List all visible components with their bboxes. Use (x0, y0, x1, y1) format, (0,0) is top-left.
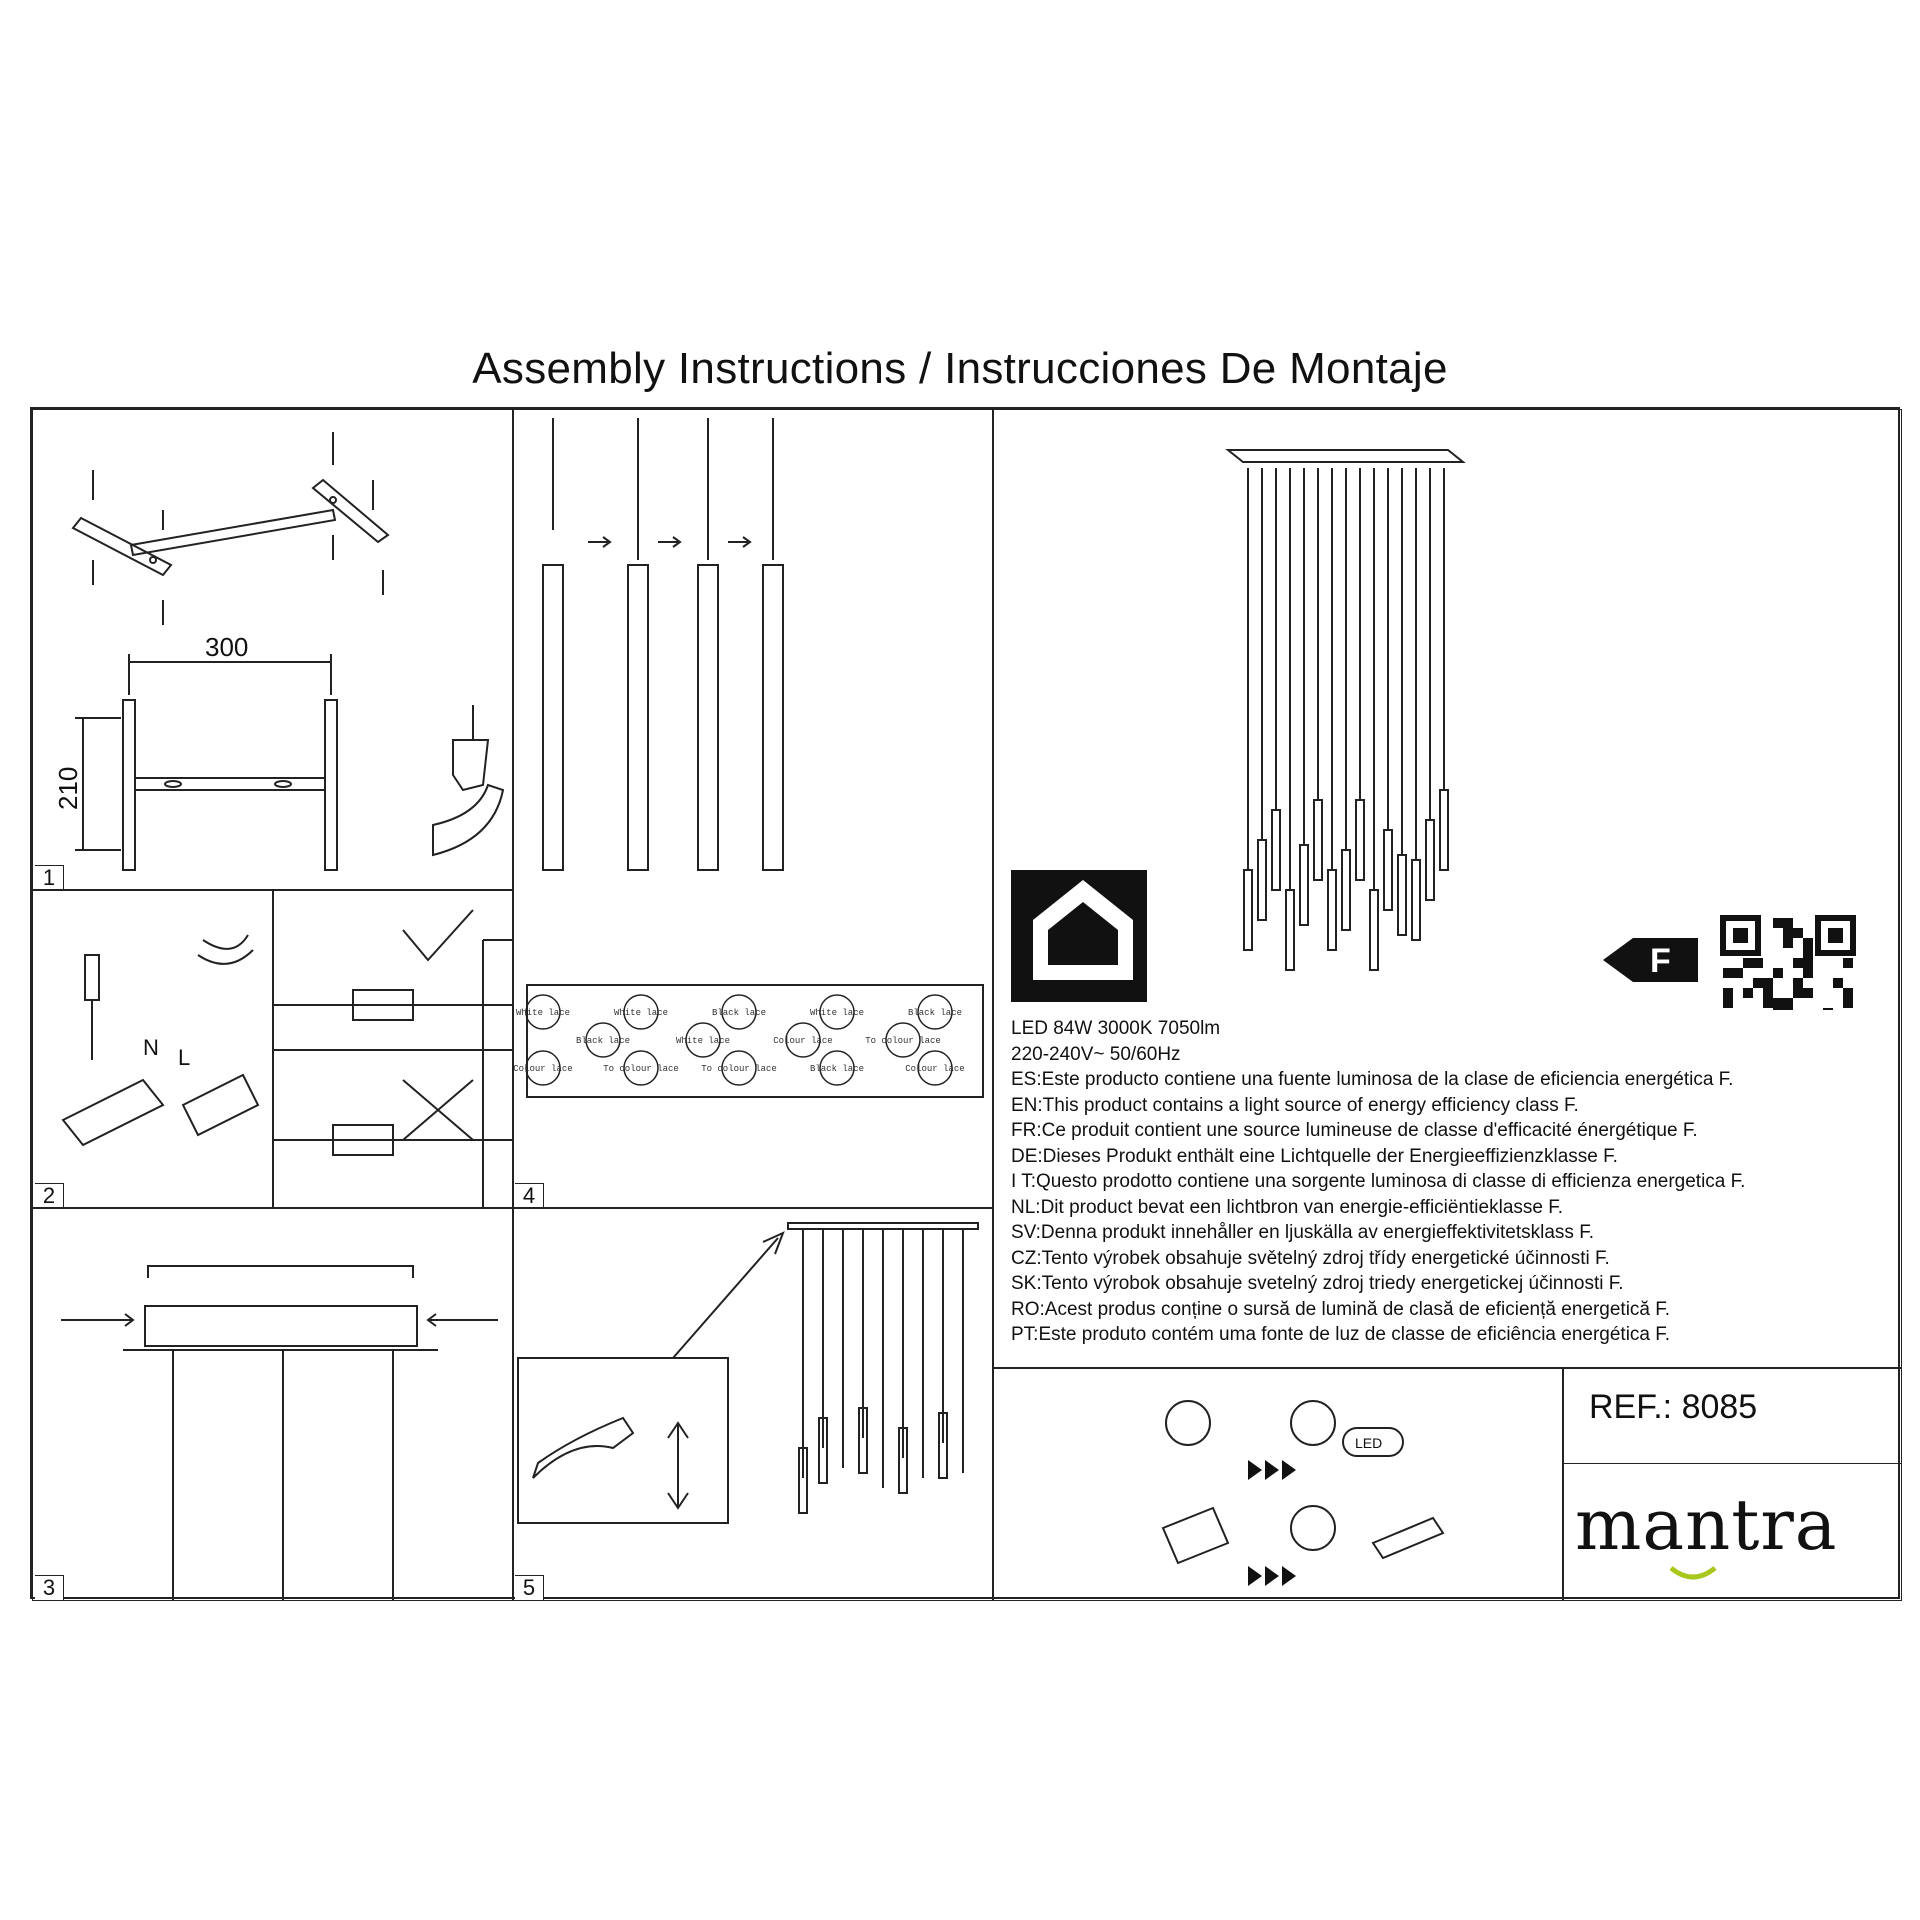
recycle-bin-icon (1290, 1400, 1336, 1446)
pendant-tube (1397, 854, 1407, 936)
lace-color-label: To colour lace (603, 1064, 679, 1074)
energy-class-arrow (1603, 938, 1698, 982)
lace-color-marker (917, 1050, 953, 1086)
lace-color-marker (917, 994, 953, 1030)
lace-color-label: Black lace (810, 1064, 864, 1074)
brand-logo: mantra (1575, 1484, 1838, 1566)
pendant-tube (1355, 799, 1365, 881)
pendant-tube (1271, 809, 1281, 891)
energy-statement: I T:Questo prodotto contiene una sorgent… (1011, 1171, 1746, 1192)
pendant-tube (1285, 889, 1295, 971)
lace-color-marker (585, 1022, 621, 1058)
lace-color-label: White lace (516, 1008, 570, 1018)
lace-color-label: White lace (614, 1008, 668, 1018)
led-icon-label: LED (1355, 1435, 1382, 1451)
step-number: 5 (515, 1575, 544, 1600)
disposal-icons: LED (1161, 1400, 1445, 1586)
step-number: 1 (35, 865, 64, 890)
neutral-wire-label: N (143, 1035, 159, 1060)
panel-5-height-adjustment: 5 (512, 1207, 994, 1601)
product-illustration: F (1011, 449, 1856, 1010)
live-wire-label: L (178, 1045, 190, 1070)
lace-color-label: To colour lace (701, 1064, 777, 1074)
driver-icon (1161, 1506, 1230, 1565)
panel-3-canopy-fixing: 3 (32, 1207, 514, 1601)
divider (1563, 1463, 1901, 1464)
energy-statement: RO:Acest produs conține o sursă de lumin… (1011, 1298, 1671, 1320)
pendant-tube (1327, 869, 1337, 951)
energy-statement: ES:Este producto contiene una fuente lum… (1011, 1069, 1734, 1090)
lace-color-label: Colour lace (773, 1036, 832, 1046)
pendant-tube (1243, 869, 1253, 951)
voltage-spec: 220-240V~ 50/60Hz (1011, 1043, 1181, 1065)
pendant-tube (1299, 844, 1309, 926)
step-number: 4 (515, 1183, 544, 1208)
lace-color-label: Colour lace (513, 1064, 572, 1074)
energy-statement: CZ:Tento výrobek obsahuje světelný zdroj… (1011, 1247, 1610, 1269)
led-icon (1342, 1427, 1404, 1457)
lace-color-label: Colour lace (905, 1064, 964, 1074)
qr-code-icon (1720, 915, 1856, 1010)
energy-statement: EN:This product contains a light source … (1011, 1094, 1579, 1116)
lace-color-marker (819, 994, 855, 1030)
lace-color-marker (785, 1022, 821, 1058)
power-spec: LED 84W 3000K 7050lm (1011, 1018, 1221, 1039)
wiring-illustration: N L (61, 890, 513, 1208)
energy-statement: PT:Este produto contém uma fonte de luz … (1011, 1324, 1671, 1345)
energy-statement: DE:Dieses Produkt enthält eine Lichtquel… (1011, 1145, 1618, 1167)
energy-statements: ES:Este producto contiene una fuente lum… (1011, 1067, 1745, 1348)
lace-color-marker (525, 1050, 561, 1086)
lace-color-label: Black lace (576, 1036, 630, 1046)
pendant-tube (1383, 829, 1393, 911)
reference-brand-panel: REF.: 8085 mantra (1562, 1367, 1902, 1601)
lace-color-marker (721, 1050, 757, 1086)
lace-color-marker (885, 1022, 921, 1058)
product-specification-panel: F LED 84W 3000K 7050lm 220-240V~ 50/60Hz… (992, 409, 1902, 1369)
step-number: 2 (35, 1183, 64, 1208)
lace-color-marker (623, 994, 659, 1030)
lace-color-label: To colour lace (865, 1036, 941, 1046)
height-adjust-illustration (517, 1222, 979, 1524)
pendant-tube (1313, 799, 1323, 881)
panel-1-bracket-mounting: 300 210 1 (32, 409, 514, 891)
dimension-height: 210 (53, 767, 83, 810)
specifications-text: LED 84W 3000K 7050lm 220-240V~ 50/60Hz E… (1011, 1016, 1745, 1348)
recycle-bin-icon-2 (1290, 1505, 1336, 1551)
lace-color-label: White lace (810, 1008, 864, 1018)
pendant-tube (1439, 789, 1449, 871)
energy-class-letter: F (1650, 942, 1671, 980)
canopy-illustration (61, 1265, 498, 1600)
energy-statement: NL:Dit product bevat een lichtbron van e… (1011, 1196, 1564, 1218)
lace-color-label: Black lace (712, 1008, 766, 1018)
lamp-icon (1165, 1400, 1211, 1446)
pendant-tube (1411, 859, 1421, 941)
bracket-illustration: 300 210 (53, 432, 505, 871)
energy-statement: FR:Ce produit contient une source lumine… (1011, 1120, 1698, 1141)
lace-color-label: White lace (676, 1036, 730, 1046)
dimension-width: 300 (205, 632, 248, 662)
reference-number: REF.: 8085 (1589, 1388, 1758, 1426)
recycling-icons-panel: LED (992, 1367, 1564, 1601)
step-number: 3 (35, 1575, 64, 1600)
lace-color-marker (685, 1022, 721, 1058)
page-title: Assembly Instructions / Instrucciones De… (472, 344, 1448, 393)
pendant-tube (1425, 819, 1435, 901)
energy-statement: SV:Denna produkt innehåller en ljuskälla… (1011, 1222, 1594, 1243)
panel-2-wiring: N L 2 (32, 889, 514, 1209)
pendant-tube (1369, 889, 1379, 971)
energy-statement: SK:Tento výrobok obsahuje svetelný zdroj… (1011, 1273, 1624, 1294)
pendant-tube (1257, 839, 1267, 921)
lace-color-marker (623, 1050, 659, 1086)
lace-color-marker (525, 994, 561, 1030)
lace-color-marker (721, 994, 757, 1030)
power-supply-icon (1371, 1516, 1445, 1560)
lace-color-marker (819, 1050, 855, 1086)
lace-color-label: Black lace (908, 1008, 962, 1018)
pendant-tube (1341, 849, 1351, 931)
